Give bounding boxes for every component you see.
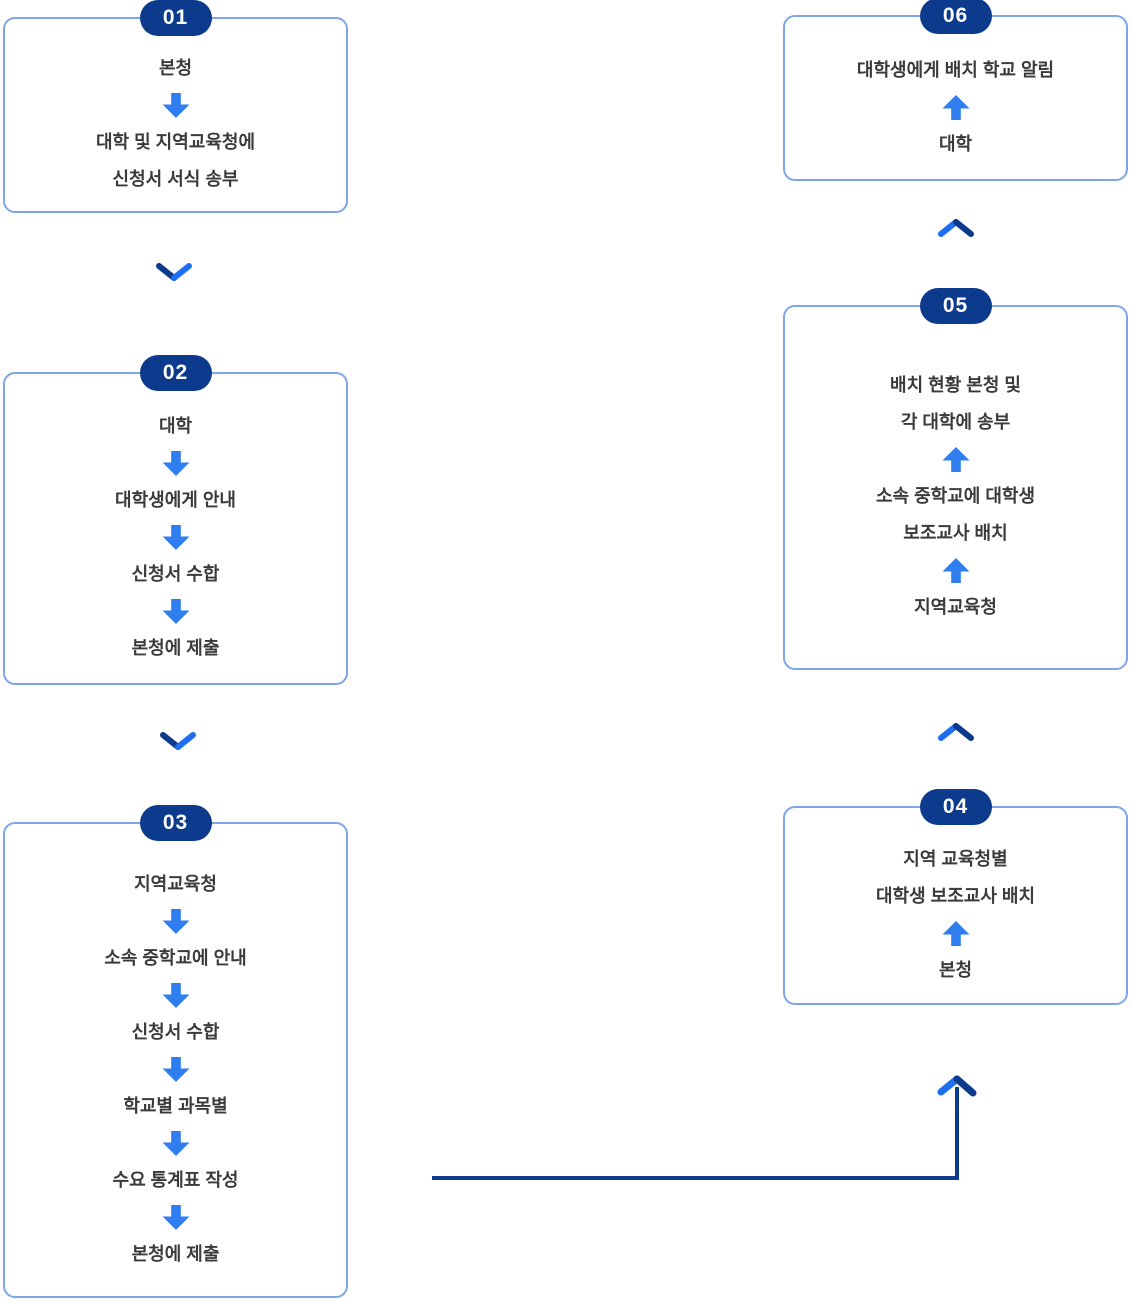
step-number-badge: 06 (919, 0, 992, 34)
chevron-down-icon (156, 263, 192, 281)
step-text: 본청 (939, 952, 972, 989)
step-text: 지역교육청 (914, 589, 997, 626)
step-text-line: 지역 교육청별 (903, 848, 1008, 869)
step-text-line: 소속 중학교에 안내 (104, 947, 247, 968)
arrow-up-icon (942, 94, 969, 120)
step-text-line: 본청에 제출 (131, 1243, 220, 1264)
step-text: 대학 (159, 408, 192, 445)
step-text-line: 신청서 수합 (131, 564, 220, 584)
step-text-line: 신청서 수합 (131, 1021, 220, 1042)
step-number-badge: 04 (919, 789, 992, 825)
arrow-down-icon (162, 1204, 189, 1230)
step-text: 본청 (159, 50, 192, 87)
arrow-down-icon (162, 525, 189, 550)
step-text-line: 학교별 과목별 (123, 1095, 228, 1116)
arrow-up-icon (942, 558, 969, 583)
step-text-line: 지역교육청 (134, 873, 217, 894)
arrow-down-icon (162, 908, 189, 934)
step-text-line: 본청 (938, 959, 973, 980)
arrow-up-icon (942, 447, 969, 472)
chevron-up-icon (938, 723, 974, 741)
step-number-badge: 01 (139, 0, 212, 36)
connector-arrowhead-icon (937, 1075, 977, 1097)
chevron-up-icon (938, 219, 974, 237)
step-text-line: 각 대학에 송부 (900, 412, 1011, 432)
arrow-up-icon (942, 920, 969, 946)
step-text-line: 대학 (158, 416, 193, 436)
step-text: 지역교육청 (134, 866, 217, 903)
arrow-down-icon (162, 93, 189, 118)
step-text-line: 배치 현황 본청 및 (890, 375, 1021, 395)
step-text-line: 지역교육청 (914, 597, 997, 617)
step-text: 본청에 제출 (132, 630, 220, 667)
connector-horizontal-line (432, 1176, 959, 1180)
step-number-badge: 03 (139, 805, 212, 841)
arrow-down-icon (162, 1130, 189, 1156)
step-text-line: 신청서 서식 송부 (112, 169, 239, 189)
step-text: 대학생에게 배치 학교 알림 (857, 52, 1054, 89)
step-text: 대학 (939, 126, 972, 163)
step-text: 신청서 수합 (132, 1014, 220, 1051)
step-text-line: 대학생에게 안내 (115, 490, 236, 510)
step-text-line: 본청에 제출 (131, 638, 220, 658)
step-text-line: 본청 (158, 58, 193, 78)
step-text-line: 대학 (938, 133, 973, 154)
step-number-badge: 02 (139, 355, 212, 391)
arrow-down-icon (162, 451, 189, 476)
arrow-down-icon (162, 982, 189, 1008)
step-text: 학교별 과목별 (123, 1088, 227, 1125)
step-text: 소속 중학교에 안내 (104, 940, 246, 977)
arrow-down-icon (162, 599, 189, 624)
step-number-badge: 05 (919, 288, 992, 324)
chevron-down-icon (160, 732, 196, 750)
step-text-line: 보조교사 배치 (903, 523, 1008, 543)
step-text-line: 수요 통계표 작성 (112, 1169, 239, 1190)
step-text-line: 대학 및 지역교육청에 (95, 132, 256, 152)
arrow-down-icon (162, 1056, 189, 1082)
step-text-line: 소속 중학교에 대학생 (875, 486, 1036, 506)
step-text: 신청서 수합 (132, 556, 220, 593)
step-text-line: 대학생에게 배치 학교 알림 (856, 59, 1055, 80)
step-text: 대학생에게 안내 (115, 482, 236, 519)
step-text: 본청에 제출 (132, 1236, 220, 1273)
step-text-line: 대학생 보조교사 배치 (875, 885, 1036, 906)
step-text: 수요 통계표 작성 (113, 1162, 239, 1199)
connector-vertical-line (955, 1087, 959, 1180)
